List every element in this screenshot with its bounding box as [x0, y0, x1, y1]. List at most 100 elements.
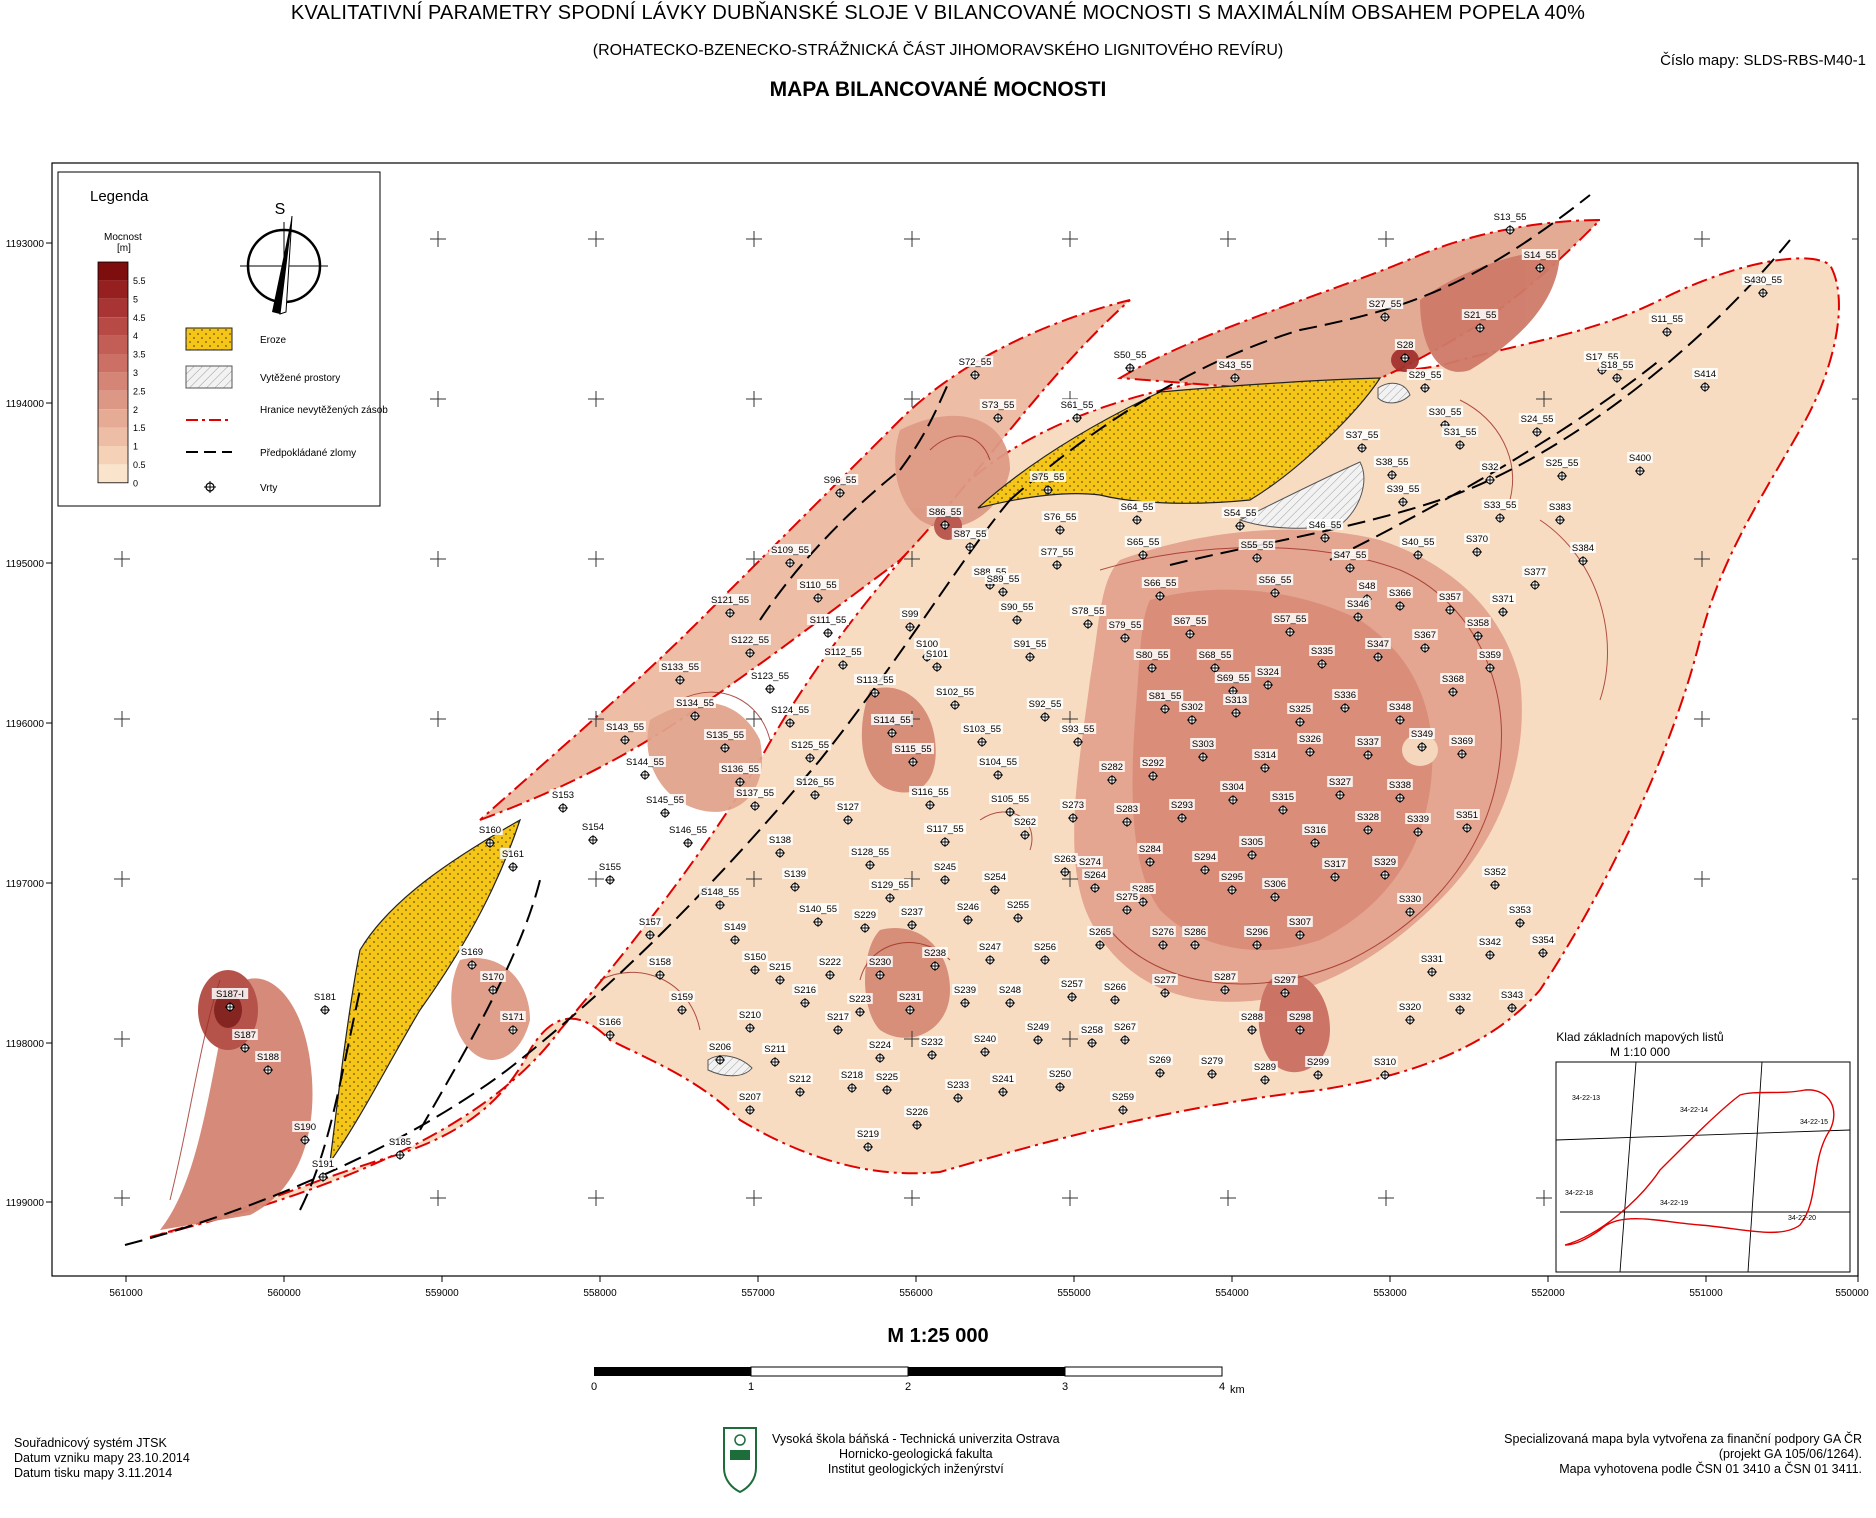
x-tick-label: 560000: [267, 1288, 301, 1299]
borehole-marker: S249: [1025, 1021, 1051, 1045]
borehole-marker: S93_55: [1059, 723, 1097, 747]
borehole-marker: S384: [1570, 542, 1596, 566]
borehole-label: S430_55: [1744, 275, 1782, 286]
borehole-marker: S145_55: [644, 794, 686, 818]
borehole-marker: S248: [997, 984, 1023, 1008]
borehole-label: S335: [1311, 646, 1333, 657]
borehole-label: S223: [849, 994, 871, 1005]
borehole-marker: S430_55: [1742, 274, 1784, 298]
borehole-label: S29_55: [1409, 370, 1442, 381]
borehole-marker: S116_55: [909, 786, 951, 810]
map-type-heading: MAPA BILANCOVANÉ MOCNOSTI: [769, 78, 1107, 101]
index-sheet-label: 34-22-14: [1680, 1107, 1708, 1114]
borehole-label: S153: [552, 790, 574, 801]
ramp-value-label: 1.5: [133, 423, 146, 433]
borehole-label: S100: [916, 639, 938, 650]
borehole-label: S207: [739, 1092, 761, 1103]
borehole-label: S47_55: [1334, 550, 1367, 561]
borehole-marker: S330: [1397, 893, 1423, 917]
borehole-label: S134_55: [676, 698, 714, 709]
x-tick-label: 554000: [1215, 1288, 1249, 1299]
borehole-marker: S158: [647, 956, 673, 980]
borehole-label: S343: [1501, 990, 1523, 1001]
borehole-marker: S117_55: [924, 823, 966, 847]
ramp-value-label: 4.5: [133, 313, 146, 323]
borehole-label: S139: [784, 869, 806, 880]
borehole-label: S101: [926, 649, 948, 660]
borehole-marker: S64_55: [1118, 501, 1156, 525]
borehole-label: S358: [1467, 618, 1489, 629]
borehole-label: S110_55: [799, 580, 836, 591]
borehole-marker: S263: [1052, 853, 1078, 877]
university-logo-icon: [723, 1427, 757, 1494]
borehole-marker: S229: [852, 909, 878, 933]
borehole-label: S206: [709, 1042, 731, 1053]
borehole-marker: S326: [1297, 733, 1323, 757]
borehole-marker: S264: [1082, 869, 1108, 893]
borehole-label: S239: [954, 985, 976, 996]
borehole-label: S87_55: [954, 529, 987, 540]
borehole-marker: S171: [500, 1011, 526, 1035]
borehole-marker: S188: [255, 1051, 281, 1075]
borehole-marker: S138: [767, 834, 793, 858]
borehole-label: S111_55: [810, 615, 847, 626]
borehole-marker: S101: [924, 648, 950, 672]
borehole-marker: S232: [919, 1036, 945, 1060]
borehole-label: S245: [934, 862, 956, 873]
index-map-frame: [1555, 1061, 1851, 1273]
borehole-marker: S239: [952, 984, 978, 1008]
borehole-label: S325: [1289, 704, 1311, 715]
borehole-marker: S238: [922, 947, 948, 971]
borehole-label: S367: [1414, 630, 1436, 641]
borehole-marker: S288: [1239, 1011, 1265, 1035]
borehole-marker: S368: [1440, 673, 1466, 697]
borehole-label: S190: [294, 1122, 316, 1133]
borehole-marker: S121_55: [709, 594, 751, 618]
borehole-label: S329: [1374, 857, 1396, 868]
borehole-label: S127: [837, 802, 859, 813]
borehole-marker: S148_55: [699, 886, 741, 910]
borehole-label: S129_55: [871, 880, 909, 891]
borehole-label: S229: [854, 910, 876, 921]
borehole-label: S264: [1084, 870, 1106, 881]
borehole-marker: S32: [1479, 461, 1501, 485]
borehole-label: S33_55: [1484, 500, 1517, 511]
borehole-marker: S277: [1152, 974, 1178, 998]
borehole-label: S217: [827, 1012, 849, 1023]
borehole-marker: S80_55: [1133, 649, 1171, 673]
borehole-marker: S135_55: [704, 729, 746, 753]
borehole-marker: S211: [762, 1043, 788, 1067]
ramp-swatch: [98, 335, 128, 354]
borehole-marker: S56_55: [1256, 574, 1294, 598]
borehole-label: S296: [1246, 927, 1268, 938]
borehole-label: S342: [1479, 937, 1501, 948]
borehole-label: S38_55: [1376, 457, 1409, 468]
borehole-marker: S215: [767, 961, 793, 985]
ramp-value-label: 3: [133, 368, 138, 378]
borehole-label: S256: [1034, 942, 1056, 953]
borehole-label: S155: [599, 862, 621, 873]
borehole-marker: S254: [982, 871, 1008, 895]
borehole-marker: S332: [1447, 991, 1473, 1015]
scale-title: M 1:25 000: [887, 1325, 989, 1347]
borehole-label: S96_55: [824, 475, 857, 486]
borehole-marker: S125_55: [789, 739, 831, 763]
footer-line: Hornicko-geologická fakulta: [839, 1447, 993, 1461]
index-map-outline: [1564, 1089, 1835, 1246]
borehole-marker: S99: [899, 608, 921, 632]
borehole-marker: S78_55: [1069, 605, 1107, 629]
borehole-label: S305: [1241, 837, 1263, 848]
borehole-label: S284: [1139, 844, 1161, 855]
borehole-marker: S275: [1114, 891, 1140, 915]
borehole-label: S124_55: [771, 705, 809, 716]
footer-line: Mapa vyhotovena podle ČSN 01 3410 a ČSN …: [1559, 1462, 1862, 1476]
borehole-marker: S113_55: [854, 674, 896, 698]
map-subtitle: (ROHATECKO-BZENECKO-STRÁŽNICKÁ ČÁST JIHO…: [592, 42, 1284, 59]
borehole-label: S56_55: [1259, 575, 1292, 586]
borehole-marker: S237: [899, 906, 925, 930]
borehole-marker: S335: [1309, 645, 1335, 669]
borehole-marker: S38_55: [1373, 456, 1411, 480]
borehole-marker: S383: [1547, 501, 1573, 525]
ramp-value-label: 0.5: [133, 460, 146, 470]
borehole-label: S383: [1549, 502, 1571, 513]
